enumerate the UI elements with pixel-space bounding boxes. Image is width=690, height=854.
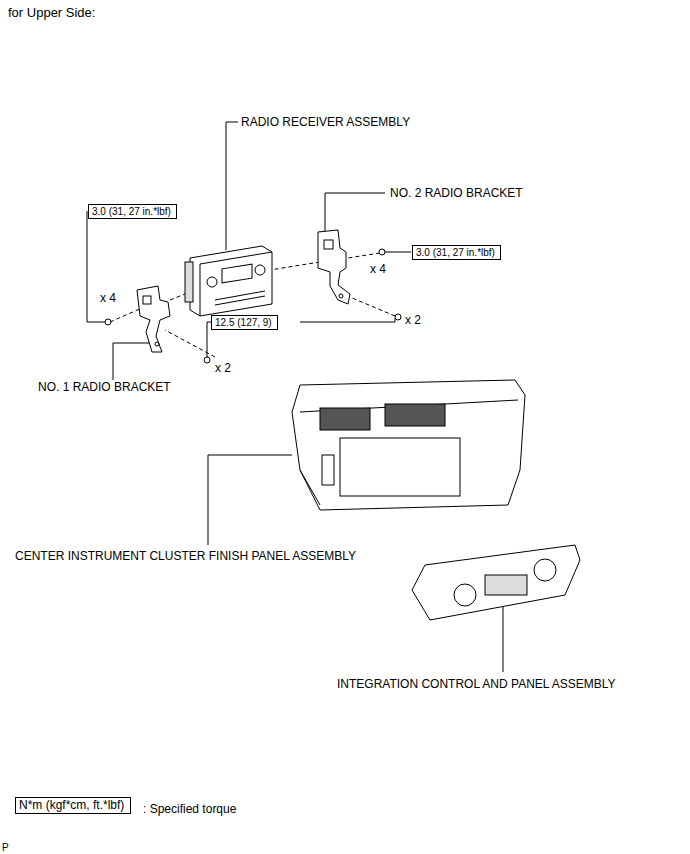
- leader-line: [226, 122, 238, 250]
- radio-bracket: [137, 286, 170, 352]
- legend-note: : Specified torque: [143, 802, 236, 816]
- torque-value: N*m (kgf*cm, ft.*lbf): [19, 798, 124, 812]
- part-name: NO. 1 RADIO BRACKET: [38, 380, 171, 394]
- part-name: INTEGRATION CONTROL AND PANEL ASSEMBLY: [337, 677, 616, 691]
- leader-line: [300, 318, 395, 322]
- leader-line: [87, 211, 106, 322]
- leader-line: [325, 193, 385, 232]
- page-mark: P: [2, 841, 9, 854]
- leader-line: [503, 602, 504, 672]
- page-title: for Upper Side:: [8, 6, 95, 20]
- radio-bracket: [318, 230, 350, 304]
- part-name: CENTER INSTRUMENT CLUSTER FINISH PANEL A…: [15, 549, 356, 563]
- part-name: NO. 2 RADIO BRACKET: [390, 186, 523, 200]
- torque-value: 3.0 (31, 27 in.*lbf): [416, 247, 495, 258]
- part-name: RADIO RECEIVER ASSEMBLY: [241, 115, 410, 129]
- quantity: x 2: [215, 361, 231, 375]
- center-panel: [292, 380, 525, 510]
- torque-value: 3.0 (31, 27 in.*lbf): [92, 206, 171, 217]
- leader-line: [382, 252, 411, 253]
- torque-box: 3.0 (31, 27 in.*lbf): [412, 245, 501, 260]
- torque-box: 12.5 (127, 9): [211, 315, 278, 330]
- quantity: x 4: [370, 262, 386, 276]
- control-panel: [412, 545, 580, 620]
- leader-line: [208, 455, 292, 545]
- radio-receiver: [185, 246, 272, 316]
- torque-box: N*m (kgf*cm, ft.*lbf): [15, 797, 131, 814]
- torque-box: 3.0 (31, 27 in.*lbf): [88, 204, 177, 219]
- quantity: x 2: [405, 313, 421, 327]
- quantity: x 4: [100, 291, 116, 305]
- torque-value: 12.5 (127, 9): [215, 317, 272, 328]
